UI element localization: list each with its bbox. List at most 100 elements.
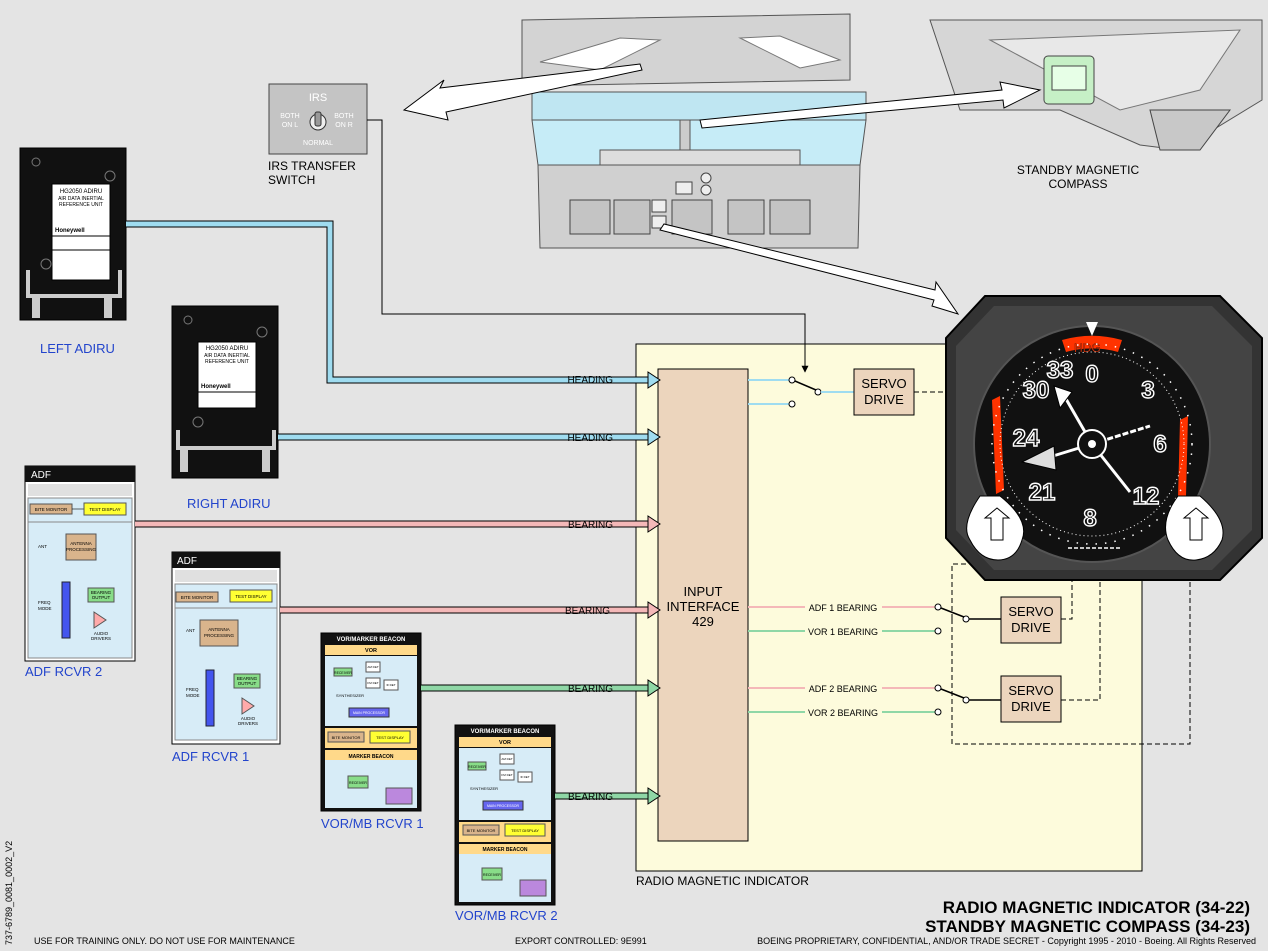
block-label: FM DET: [367, 681, 378, 685]
irs-label: NORMAL: [303, 140, 333, 147]
standby-compass-label: STANDBY MAGNETIC COMPASS: [1012, 163, 1144, 191]
svg-text:30: 30: [1023, 377, 1050, 404]
block-label: AM DET: [367, 665, 379, 669]
vor-mb-header: VOR/MARKER BEACON: [471, 729, 540, 735]
block-label: ANT: [186, 628, 195, 633]
block-label: AM DET: [501, 757, 513, 761]
svg-text:24: 24: [1013, 425, 1040, 452]
adf-header: ADF: [31, 470, 51, 481]
right-adiru-label: RIGHT ADIRU: [187, 496, 271, 511]
servo-drive-bearing-1: SERVO DRIVE: [1000, 596, 1062, 644]
block-label: OUTPUT: [92, 595, 111, 600]
svg-text:8: 8: [1083, 505, 1096, 532]
doc-id: 737-6789_0081_0002_V2: [4, 841, 14, 945]
block-label: AUDIO: [241, 716, 256, 721]
block-label: TEST DISPLAY: [89, 507, 120, 512]
adf1-bearing-label: ADF 1 BEARING: [809, 603, 878, 613]
block-label: SYNTHESIZER: [336, 693, 364, 698]
bearing-selector-switch-1: [934, 603, 1001, 635]
adf-rcvr-1-label: ADF RCVR 1: [172, 749, 250, 764]
vor-mb-rcvr-1: VOR/MARKER BEACON VOR RECEIVER AM DET FM…: [320, 632, 422, 812]
input-interface-429: [657, 368, 749, 842]
left-adiru-label: LEFT ADIRU: [40, 341, 115, 356]
block-label: SYNTHESIZER: [470, 786, 498, 791]
block-label: FREQ: [186, 687, 199, 692]
block-label: DRIVERS: [238, 721, 258, 726]
block-label: TEST DISPLAY: [235, 594, 266, 599]
hdg-label: HDG: [1074, 341, 1101, 355]
adiru-desc: REFERENCE UNIT: [59, 202, 103, 208]
block-label: BITE MONITOR: [467, 828, 496, 833]
honeywell-logo: Honeywell: [55, 228, 85, 234]
block-label: AUDIO: [94, 631, 109, 636]
adf-vor-knob-left[interactable]: [966, 495, 1025, 561]
servo-label: DRIVE: [864, 392, 904, 407]
block-label: MODE: [38, 606, 52, 611]
heading-label: HEADING: [567, 433, 613, 444]
servo-label: DRIVE: [1011, 620, 1051, 635]
interface-label: INPUT: [684, 584, 723, 599]
irs-label: ON L: [282, 122, 298, 129]
vor2-bearing-label: VOR 2 BEARING: [808, 708, 878, 718]
irs-transfer-switch: IRS BOTH ON L BOTH ON R NORMAL: [268, 83, 368, 155]
block-label: FREQ: [38, 600, 51, 605]
vor-mb-rcvr-1-label: VOR/MB RCVR 1: [321, 816, 424, 831]
block-label: PROCESSING: [204, 633, 235, 638]
bearing-label: BEARING: [565, 606, 610, 617]
block-label: OUTPUT: [238, 681, 257, 686]
adiru-part-label: HG2050 ADIRU: [206, 346, 248, 352]
right-adiru: HG2050 ADIRU AIR DATA INERTIAL REFERENCE…: [171, 305, 279, 479]
adf-vor-knob-right[interactable]: [1165, 495, 1224, 561]
rmi-instrument: HDG 0 3 6 12 8 21 24 30 33: [945, 295, 1263, 581]
vor-mb-header: VOR/MARKER BEACON: [337, 637, 406, 643]
block-label: Φ DET: [520, 775, 529, 779]
irs-label: BOTH: [334, 113, 353, 120]
servo-drive-heading: SERVO DRIVE: [853, 368, 915, 416]
block-label: DRIVERS: [91, 636, 111, 641]
adf-rcvr-2-label: ADF RCVR 2: [25, 664, 103, 679]
svg-text:0: 0: [1085, 361, 1098, 388]
adf2-bearing-label: ADF 2 BEARING: [809, 684, 878, 694]
standby-compass-line: STANDBY MAGNETIC: [1016, 163, 1140, 177]
block-label: RECEIVER: [483, 873, 501, 877]
block-label: MAIN PROCESSOR: [353, 711, 386, 715]
adiru-desc: AIR DATA INERTIAL: [58, 196, 104, 202]
heading-bus-right: [278, 428, 661, 446]
page-title-1: RADIO MAGNETIC INDICATOR (34-22): [942, 898, 1250, 917]
footer-export-notice: EXPORT CONTROLLED: 9E991: [515, 936, 647, 946]
block-label: ANT: [38, 544, 47, 549]
left-adiru: HG2050 ADIRU AIR DATA INERTIAL REFERENCE…: [19, 147, 127, 321]
block-label: VOR: [499, 740, 511, 746]
irs-transfer-line: SWITCH: [268, 173, 316, 187]
heading-selector-switch: [794, 380, 817, 391]
compass-numerals: 0 3 6 12 8 21 24 30 33: [1012, 356, 1167, 532]
interface-label: INTERFACE: [667, 599, 740, 614]
standby-compass-line: COMPASS: [1048, 177, 1108, 191]
vor1-bearing-label: VOR 1 BEARING: [808, 627, 878, 637]
block-label: ANTENNA: [208, 627, 230, 632]
vor-mb-rcvr-2: VOR/MARKER BEACON VOR RECEIVER AM DET FM…: [454, 724, 556, 906]
bearing-bus-adf2: [135, 515, 661, 533]
svg-text:33: 33: [1047, 357, 1074, 384]
pointer-arrow-rmi: [659, 223, 960, 315]
servo-drive-bearing-2: SERVO DRIVE: [1000, 675, 1062, 723]
interface-label: 429: [692, 614, 714, 629]
bearing-bus-vor1: [421, 679, 661, 697]
irs-transfer-switch-label: IRS TRANSFER SWITCH: [268, 159, 356, 187]
heading-bus-left: [126, 220, 661, 389]
block-label: VOR: [365, 648, 377, 654]
footer-training-notice: USE FOR TRAINING ONLY. DO NOT USE FOR MA…: [34, 936, 295, 946]
block-label: RECEIVER: [468, 765, 486, 769]
heading-label: HEADING: [567, 375, 613, 386]
bearing-label: BEARING: [568, 792, 613, 803]
honeywell-logo: Honeywell: [201, 384, 231, 390]
block-label: MARKER BEACON: [349, 754, 394, 760]
footer-copyright: BOEING PROPRIETARY, CONFIDENTIAL, AND/OR…: [757, 936, 1256, 946]
irs-label: BOTH: [280, 113, 299, 120]
svg-text:3: 3: [1141, 377, 1154, 404]
block-label: BITE MONITOR: [35, 507, 68, 512]
servo-label: SERVO: [1008, 683, 1053, 698]
irs-switch-wire: [367, 119, 809, 373]
pointer-arrow-compass: [699, 81, 1042, 129]
bearing-bus-adf1: [280, 601, 661, 619]
